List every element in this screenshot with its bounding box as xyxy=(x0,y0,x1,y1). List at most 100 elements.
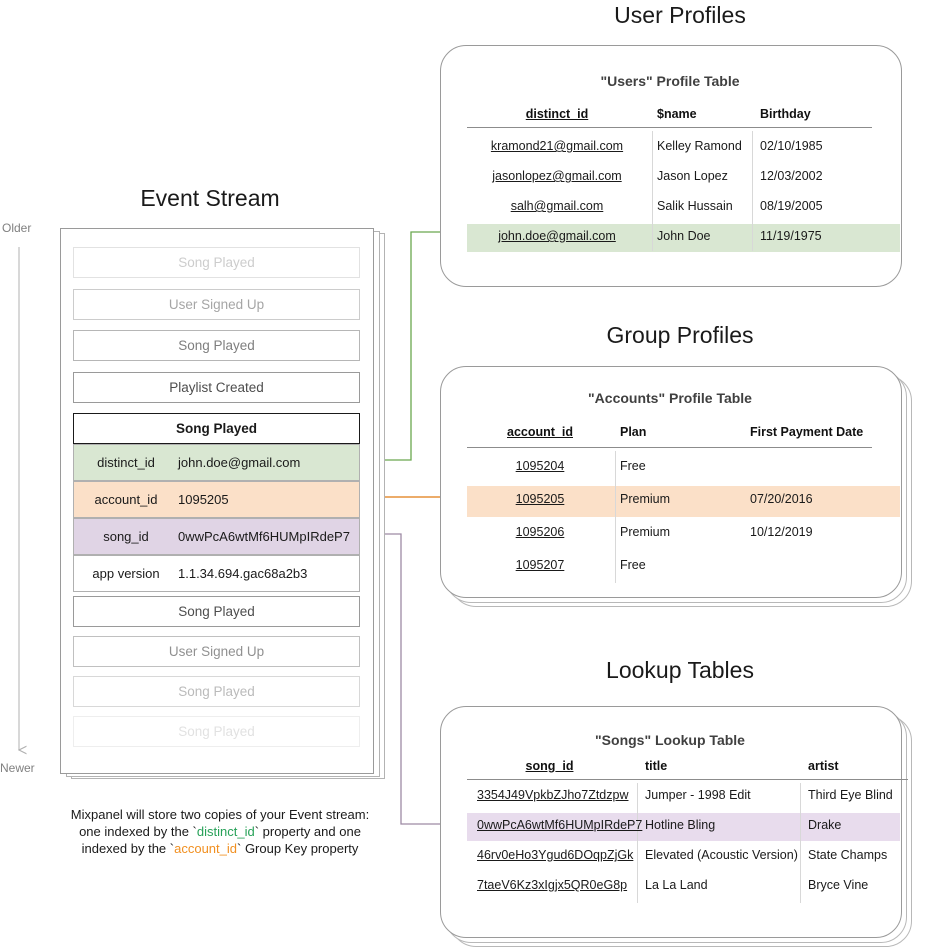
event-row-label: Playlist Created xyxy=(169,379,264,395)
timeline-older-label: Older xyxy=(2,221,32,235)
lookup-tables-title: Lookup Tables xyxy=(606,657,754,683)
column-separator xyxy=(752,131,753,251)
column-header: distinct_id xyxy=(525,107,589,121)
songs-table-caption: "Songs" Lookup Table xyxy=(595,732,745,748)
highlighted-row xyxy=(467,486,900,517)
caption-line-2-prefix: one indexed by the ` xyxy=(79,824,197,839)
table-cell: 46rv0eHo3Ygud6DOqpZjGk xyxy=(477,848,634,862)
selected-event-row[interactable]: Song Played xyxy=(73,413,360,444)
caption-line-3: indexed by the `account_id` Group Key pr… xyxy=(30,840,410,857)
group-profiles-title: Group Profiles xyxy=(606,322,754,348)
event-stream-title: Event Stream xyxy=(140,185,280,211)
event-row[interactable]: Song Played xyxy=(73,247,360,278)
event-row[interactable]: User Signed Up xyxy=(73,288,360,320)
table-cell: Premium xyxy=(620,492,671,506)
event-row[interactable]: Playlist Created xyxy=(73,371,360,403)
event-property-row[interactable]: distinct_id john.doe@gmail.com xyxy=(73,444,360,481)
highlighted-row xyxy=(467,224,900,252)
table-cell: State Champs xyxy=(808,848,888,862)
table-cell: 02/10/1985 xyxy=(760,139,823,153)
column-header: title xyxy=(645,759,668,773)
table-cell: john.doe@gmail.com xyxy=(498,229,616,243)
caption-line-1: Mixpanel will store two copies of your E… xyxy=(70,807,370,822)
event-row[interactable]: Song Played xyxy=(73,330,360,361)
event-row[interactable]: Song Played xyxy=(73,676,360,707)
accounts-profile-card xyxy=(440,366,902,598)
caption-line-2-suffix: ` property and one xyxy=(254,824,361,839)
event-property-key: distinct_id xyxy=(97,455,155,470)
column-separator xyxy=(637,783,638,903)
column-header: First Payment Date xyxy=(750,425,864,439)
event-row-label: Song Played xyxy=(178,255,255,270)
column-header: song_id xyxy=(525,759,574,773)
table-cell: 7taeV6Kz3xIgjx5QR0eG8p xyxy=(477,878,628,892)
table-cell: 0wwPcA6wtMf6HUMpIRdeP7 xyxy=(477,818,643,832)
event-property-row[interactable]: song_id 0wwPcA6wtMf6HUMpIRdeP7 xyxy=(73,518,360,555)
event-row-label: Song Played xyxy=(178,604,255,619)
event-property-key: app version xyxy=(92,566,160,581)
table-cell: Kelley Ramond xyxy=(657,139,742,153)
users-table-caption: "Users" Profile Table xyxy=(600,73,740,89)
table-cell: John Doe xyxy=(657,229,711,243)
column-separator xyxy=(615,451,616,583)
event-property-value: 1.1.34.694.gac68a2b3 xyxy=(178,566,308,581)
column-header: $name xyxy=(657,107,697,121)
table-cell: salh@gmail.com xyxy=(510,199,604,213)
table-cell: Elevated (Acoustic Version) xyxy=(645,848,798,862)
table-cell: Free xyxy=(620,558,646,572)
accounts-table-caption: "Accounts" Profile Table xyxy=(588,390,752,406)
table-cell: 3354J49VpkbZJho7Ztdzpw xyxy=(477,788,629,802)
table-cell: Drake xyxy=(808,818,842,832)
event-row[interactable]: Song Played xyxy=(73,596,360,627)
table-cell: Hotline Bling xyxy=(645,818,716,832)
caption-line-2: one indexed by the `distinct_id` propert… xyxy=(30,823,410,840)
event-property-row[interactable]: app version 1.1.34.694.gac68a2b3 xyxy=(73,555,360,592)
event-property-row[interactable]: account_id 1095205 xyxy=(73,481,360,518)
table-cell: Salik Hussain xyxy=(657,199,733,213)
table-cell: Bryce Vine xyxy=(808,878,869,892)
header-rule xyxy=(467,127,872,129)
column-header: account_id xyxy=(507,425,573,439)
table-cell: 11/19/1975 xyxy=(760,229,822,243)
table-cell: 08/19/2005 xyxy=(760,199,823,213)
header-rule xyxy=(467,447,872,449)
table-cell: 12/03/2002 xyxy=(760,169,823,183)
column-separator xyxy=(652,131,653,251)
table-cell: Jason Lopez xyxy=(657,169,728,183)
table-cell: kramond21@gmail.com xyxy=(490,139,624,153)
event-row-label: Song Played xyxy=(178,338,255,353)
event-row-label: Song Played xyxy=(178,724,255,739)
column-header: Birthday xyxy=(760,107,811,121)
table-cell: Premium xyxy=(620,525,671,539)
highlighted-row xyxy=(467,813,900,841)
caption-account-id-key: account_id xyxy=(174,841,237,856)
event-property-value: 1095205 xyxy=(178,492,229,507)
table-cell: 07/20/2016 xyxy=(750,492,813,506)
caption-distinct-id-key: distinct_id xyxy=(196,824,255,839)
table-cell: 1095207 xyxy=(515,558,565,572)
event-stream-caption: Mixpanel will store two copies of your E… xyxy=(30,806,410,857)
caption-line-3-suffix: ` Group Key property xyxy=(237,841,359,856)
event-property-key: account_id xyxy=(94,492,158,507)
table-cell: Free xyxy=(620,459,646,473)
event-row-label: Song Played xyxy=(178,684,255,699)
table-cell: 10/12/2019 xyxy=(750,525,813,539)
event-row-label: User Signed Up xyxy=(168,644,265,659)
table-cell: La La Land xyxy=(645,878,708,892)
event-property-value: 0wwPcA6wtMf6HUMpIRdeP7 xyxy=(178,529,350,544)
table-cell: 1095206 xyxy=(515,525,565,539)
table-cell: Third Eye Blind xyxy=(808,788,893,802)
column-separator xyxy=(800,783,801,903)
selected-event-label: Song Played xyxy=(175,421,258,436)
table-cell: 1095204 xyxy=(515,459,565,473)
table-cell: 1095205 xyxy=(515,492,565,506)
event-row-label: User Signed Up xyxy=(168,296,265,312)
user-profiles-title: User Profiles xyxy=(614,2,746,28)
event-property-key: song_id xyxy=(103,529,149,544)
event-property-value: john.doe@gmail.com xyxy=(178,455,301,470)
event-row[interactable]: User Signed Up xyxy=(73,636,360,667)
header-rule xyxy=(467,779,908,781)
column-header: artist xyxy=(808,759,839,773)
table-cell: Jumper - 1998 Edit xyxy=(645,788,751,802)
event-row[interactable]: Song Played xyxy=(73,716,360,747)
